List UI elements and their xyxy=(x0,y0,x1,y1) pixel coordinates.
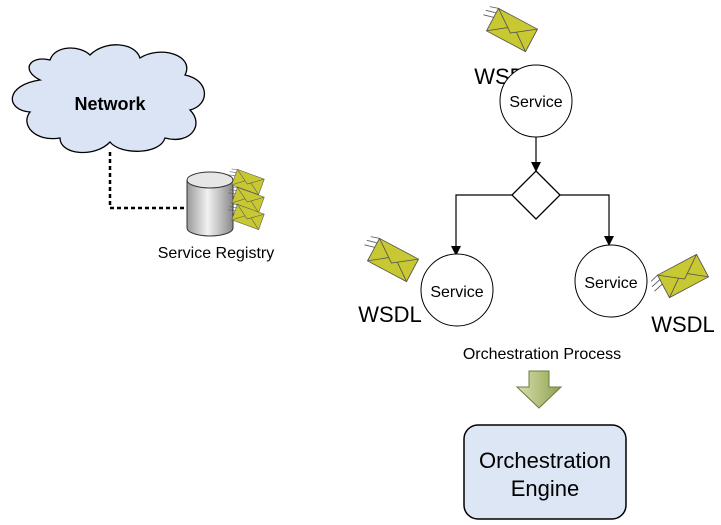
decision-diamond xyxy=(511,170,561,220)
top-service-label: Service xyxy=(509,94,562,111)
right-wsdl-label: WSDL xyxy=(651,312,715,337)
right-service-label: Service xyxy=(584,275,637,292)
network-label: Network xyxy=(74,94,146,114)
arrow-decision-to-right-service xyxy=(560,194,614,246)
engine-label-line1: Orchestration xyxy=(479,448,611,473)
orchestration-process-label: Orchestration Process xyxy=(463,346,621,363)
right-wsdl-envelope-icon xyxy=(648,253,709,303)
right-service-node xyxy=(574,244,648,318)
left-wsdl-label: WSDL xyxy=(358,302,422,327)
registry-database-icon xyxy=(186,171,234,237)
registry-label: Service Registry xyxy=(158,245,274,262)
orchestration-engine-box xyxy=(463,424,627,520)
left-service-node xyxy=(420,253,494,327)
arrow-decision-to-left-service xyxy=(451,194,512,256)
down-block-arrow-icon xyxy=(515,370,563,409)
top-wsdl-envelope-icon xyxy=(477,3,538,53)
engine-label-line2: Engine xyxy=(511,476,580,501)
left-wsdl-envelope-icon xyxy=(358,233,419,283)
network-cloud: Network xyxy=(11,44,206,154)
left-service-label: Service xyxy=(430,284,483,301)
network-registry-link xyxy=(108,152,190,210)
